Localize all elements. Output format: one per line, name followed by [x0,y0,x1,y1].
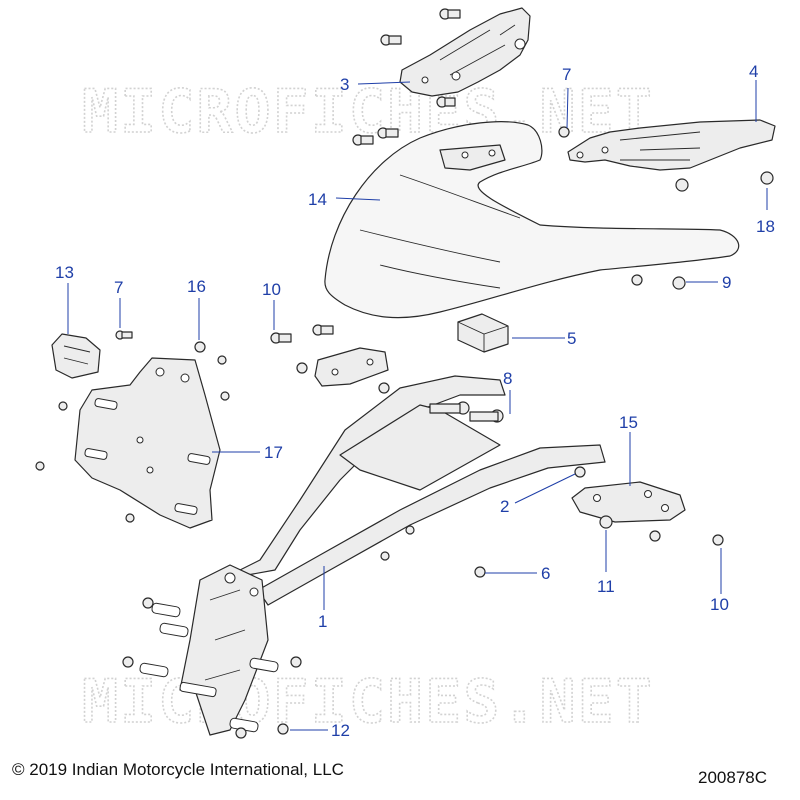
callout-18: 18 [756,217,775,236]
callout-2: 2 [500,497,509,516]
callout-9: 9 [722,273,731,292]
leader-lines [67,80,768,731]
part-14-rear-fender [324,121,740,319]
callout-3: 3 [340,75,349,94]
callout-16: 16 [187,277,206,296]
diagram-id: 200878C [698,768,767,787]
callout-5: 5 [567,329,576,348]
fasteners [35,8,774,739]
callout-17: 17 [264,443,283,462]
part-5-block [457,313,509,353]
part-3-upper-bracket [399,7,531,97]
part-17-plate-bracket [74,357,221,529]
part-13-cap [51,333,101,379]
callout-14: 14 [308,190,327,209]
callout-7-upper: 7 [562,65,571,84]
callout-4: 4 [749,62,758,81]
copyright-notice: © 2019 Indian Motorcycle International, … [12,760,344,779]
watermark-bottom: MICROFICHES.NET [82,667,654,737]
callout-7-left: 7 [114,278,123,297]
callout-15: 15 [619,413,638,432]
callout-6: 6 [541,564,550,583]
callout-8: 8 [503,369,512,388]
callout-10-lower: 10 [710,595,729,614]
callout-10-upper: 10 [262,280,281,299]
part-1-subframe [139,375,606,736]
callout-12: 12 [331,721,350,740]
callout-labels: 3 4 7 14 18 9 5 13 7 16 10 8 17 15 2 6 1… [55,62,775,740]
part-4-right-bracket [567,119,776,171]
callout-13: 13 [55,263,74,282]
callout-11: 11 [597,577,615,596]
center-mount-plate [314,347,389,387]
part-15-mount-plate [571,481,686,523]
callout-1: 1 [318,612,327,631]
